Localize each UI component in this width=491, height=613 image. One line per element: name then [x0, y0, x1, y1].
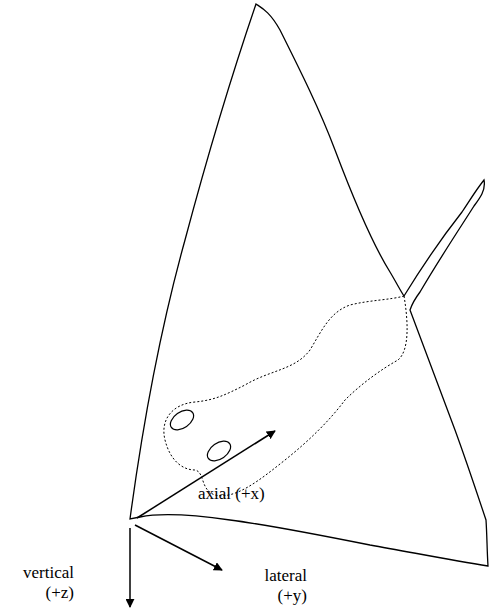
- wing-outline: [130, 4, 488, 566]
- vertical-arrow: [129, 528, 131, 607]
- body-region: [164, 296, 407, 496]
- lateral-arrow: [135, 525, 222, 570]
- ellipse-marker: [167, 406, 197, 434]
- ellipse-marker: [204, 437, 234, 465]
- axial-arrow: [137, 431, 275, 518]
- axis-label: vertical (+z): [23, 563, 74, 603]
- axis-label: lateral (+y): [265, 566, 307, 606]
- axis-label: axial (+x): [198, 484, 265, 504]
